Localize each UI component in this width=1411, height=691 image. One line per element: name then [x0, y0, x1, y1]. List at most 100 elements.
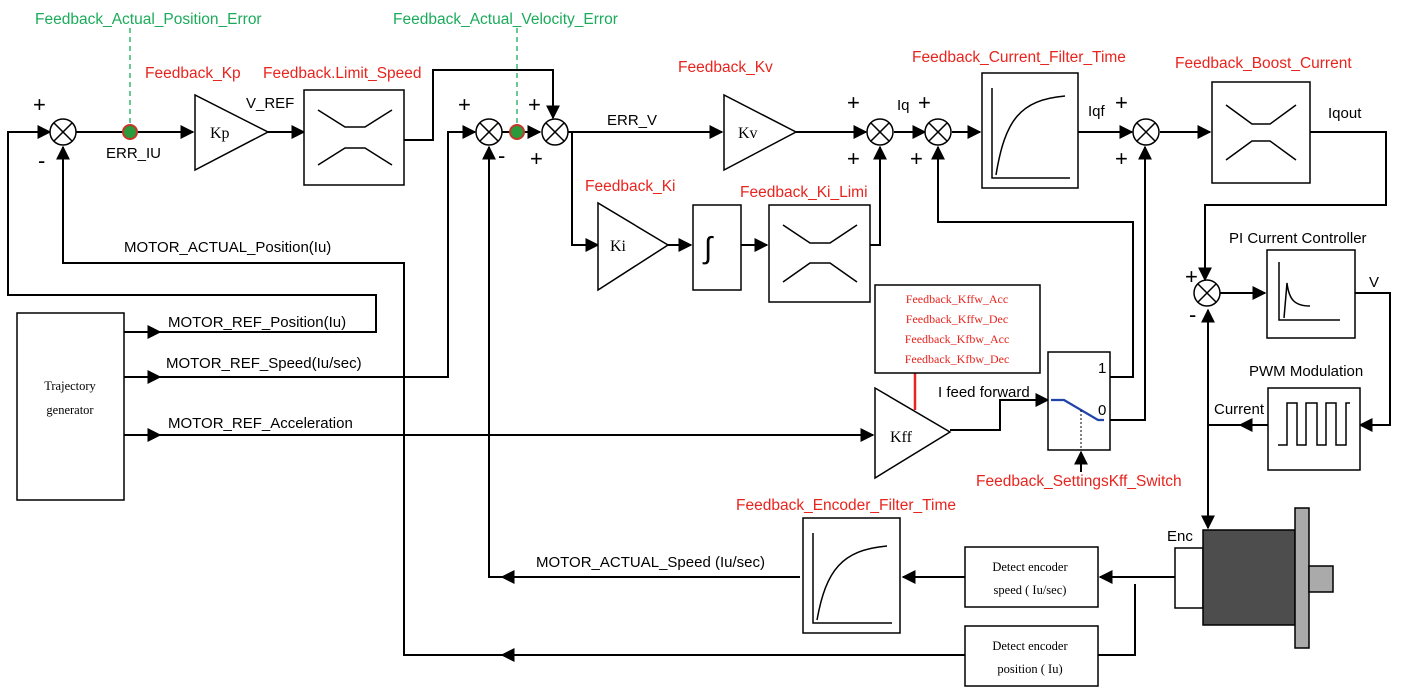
probe-position-error-label: Feedback_Actual_Position_Error — [35, 11, 262, 28]
sign-pi-minus: - — [1189, 302, 1196, 327]
sum-velocity-ref — [475, 118, 503, 146]
svg-text:Kv: Kv — [738, 125, 758, 142]
wire-switch-one — [931, 145, 1134, 378]
voltage-label: V — [1369, 274, 1379, 291]
sign-sum4-plus-top: + — [847, 90, 860, 115]
kff-switch-block: 1 0 — [1047, 351, 1111, 451]
sign-sum3-plus-top: + — [528, 92, 541, 117]
pi-current-controller-label: PI Current Controller — [1229, 230, 1367, 247]
sum-feedforward — [924, 118, 952, 146]
svg-text:Kff: Kff — [890, 429, 913, 446]
sign-sum1-plus: + — [33, 92, 46, 117]
current-label: Current — [1214, 401, 1265, 418]
wire-switch-zero — [1102, 145, 1152, 421]
current-filter-param-label: Feedback_Current_Filter_Time — [912, 49, 1126, 66]
probe-velocity-dot — [509, 124, 525, 140]
sign-sum4-plus-bottom: + — [847, 146, 860, 171]
svg-text:Ki: Ki — [610, 238, 627, 255]
motor-icon — [1174, 507, 1334, 649]
pi-current-controller-block — [1266, 249, 1356, 339]
motor-ref-position-label: MOTOR_REF_Position(Iu) — [168, 314, 346, 331]
encoder-filter-block — [802, 517, 901, 634]
limit-speed-param-label: Feedback.Limit_Speed — [263, 65, 422, 82]
boost-current-block — [1211, 81, 1311, 184]
limit-speed-block — [303, 89, 405, 186]
svg-text:Feedback_Kffw_Dec: Feedback_Kffw_Dec — [906, 312, 1008, 326]
err-iu-label: ERR_IU — [106, 145, 161, 162]
wire-position-to-loop — [56, 145, 965, 656]
wire-ref-position — [7, 125, 377, 333]
enc-label: Enc — [1167, 528, 1193, 545]
pwm-modulation-block — [1267, 387, 1361, 471]
wire-position-feedback-main — [1098, 584, 1136, 656]
ki-limit-param-label: Feedback_Ki_Limi — [740, 184, 868, 201]
svg-text:position ( Iu): position ( Iu) — [997, 662, 1062, 676]
detect-encoder-position-block: Detect encoder position ( Iu) — [964, 625, 1099, 687]
svg-text:Feedback_Kfbw_Acc: Feedback_Kfbw_Acc — [905, 332, 1010, 346]
svg-text:0: 0 — [1098, 402, 1106, 419]
ki-block: Ki — [597, 201, 670, 292]
sign-sum5-plus-top: + — [918, 90, 931, 115]
wire-i-feed-forward — [950, 393, 1050, 431]
kp-param-label: Feedback_Kp — [145, 65, 241, 82]
motor-ref-speed-label: MOTOR_REF_Speed(Iu/sec) — [166, 355, 362, 372]
sum-iq — [866, 118, 894, 146]
kv-block: Kv — [723, 93, 798, 172]
err-v-label: ERR_V — [607, 112, 657, 129]
iqout-label: Iqout — [1328, 105, 1362, 122]
i-feed-forward-label: I feed forward — [938, 384, 1030, 401]
wire-ref-speed — [124, 125, 477, 378]
sign-sum5-plus-bottom: + — [910, 146, 923, 171]
v-ref-label: V_REF — [246, 95, 294, 112]
kff-block: Kff — [874, 386, 952, 480]
wire-ki-limit-out — [870, 145, 887, 246]
iq-label: Iq — [897, 97, 910, 114]
svg-text:Feedback_Kfbw_Dec: Feedback_Kfbw_Dec — [905, 352, 1010, 366]
sign-sum2-minus: - — [498, 143, 505, 168]
svg-text:Feedback_Kffw_Acc: Feedback_Kffw_Acc — [906, 292, 1008, 306]
probe-velocity-error-label: Feedback_Actual_Velocity_Error — [393, 11, 618, 28]
motor-ref-acceleration-label: MOTOR_REF_Acceleration — [168, 415, 353, 432]
svg-text:Detect encoder: Detect encoder — [992, 639, 1068, 653]
current-filter-block — [981, 72, 1079, 189]
encoder-filter-param-label: Feedback_Encoder_Filter_Time — [736, 497, 956, 514]
motor-actual-position-label: MOTOR_ACTUAL_Position(Iu) — [124, 239, 331, 256]
integrator-block: ∫ — [692, 204, 742, 291]
probe-position-dot — [122, 124, 138, 140]
pwm-modulation-label: PWM Modulation — [1249, 363, 1363, 380]
sum-position — [49, 118, 77, 146]
sum-iqf — [1132, 118, 1160, 146]
motor-actual-speed-label: MOTOR_ACTUAL_Speed (Iu/sec) — [536, 554, 765, 571]
svg-text:Detect encoder: Detect encoder — [992, 560, 1068, 574]
boost-current-param-label: Feedback_Boost_Current — [1175, 55, 1352, 72]
ki-param-label: Feedback_Ki — [585, 178, 675, 195]
svg-text:Kp: Kp — [210, 125, 230, 142]
ki-limit-block — [768, 204, 871, 303]
wire-actual-speed-feedback — [482, 145, 800, 578]
kp-block: Kp — [194, 93, 270, 172]
sum-current — [1193, 279, 1221, 307]
sign-sum6-plus-top: + — [1115, 90, 1128, 115]
sign-sum2-plus: + — [458, 92, 471, 117]
detect-encoder-speed-block: Detect encoder speed ( Iu/sec) — [964, 546, 1099, 608]
trajectory-generator-block: Trajectory generator — [16, 312, 125, 501]
kff-switch-param-label: Feedback_SettingsKff_Switch — [976, 473, 1182, 490]
sum-velocity — [541, 118, 569, 146]
wire-voltage — [1355, 292, 1391, 432]
wire-limit-speed-out — [404, 69, 560, 141]
svg-text:Trajectory: Trajectory — [44, 379, 96, 393]
wire-branch-ki — [571, 132, 600, 252]
ff-params-box: Feedback_Kffw_Acc Feedback_Kffw_Dec Feed… — [874, 284, 1041, 374]
sign-pi-plus: + — [1185, 264, 1198, 289]
wire-iqout — [1198, 131, 1387, 282]
svg-text:1: 1 — [1098, 360, 1106, 377]
sign-sum6-plus-bottom: + — [1115, 146, 1128, 171]
iqf-label: Iqf — [1088, 103, 1106, 120]
sign-sum3-plus-bottom: + — [530, 146, 543, 171]
svg-text:∫: ∫ — [702, 232, 714, 265]
svg-text:speed ( Iu/sec): speed ( Iu/sec) — [994, 583, 1067, 597]
kv-param-label: Feedback_Kv — [678, 59, 773, 76]
sign-sum1-minus: - — [38, 148, 45, 173]
svg-text:generator: generator — [46, 403, 94, 417]
